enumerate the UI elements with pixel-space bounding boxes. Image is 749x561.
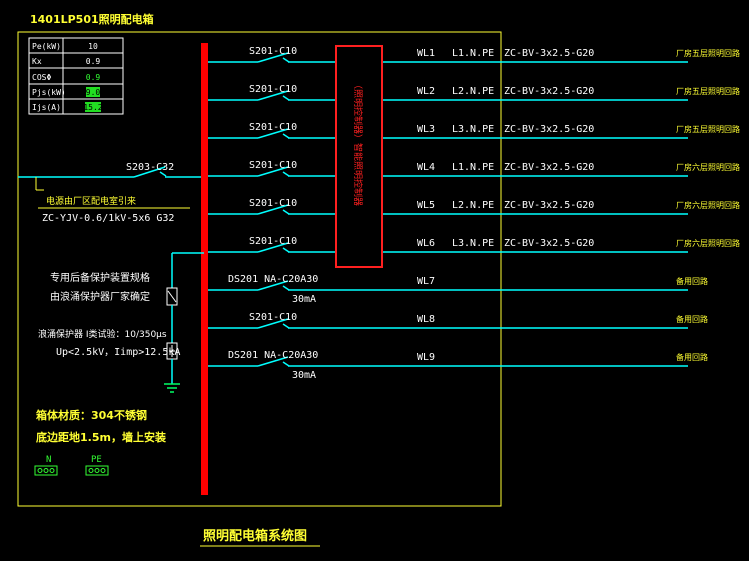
- circuit-description: 厂房六层照明回路: [676, 200, 740, 210]
- breaker-contact: [257, 242, 289, 253]
- circuit-description: 厂房六层照明回路: [676, 162, 740, 172]
- incoming-supply: S203-C32 电源由厂区配电室引来 ZC-YJV-0.6/1kV-5x6 G…: [18, 162, 204, 224]
- terminal-n-label: N: [46, 455, 51, 465]
- lighting-controller: （照明控制器）智能照明控制器: [335, 45, 383, 268]
- circuit-description: 备用回路: [676, 314, 708, 324]
- diagram-title: 照明配电箱系统图: [203, 528, 307, 544]
- breaker-contact: [257, 280, 289, 291]
- breaker-contact: [257, 204, 289, 215]
- circuit-id: WL5: [417, 200, 435, 211]
- rcd-label: 30mA: [292, 294, 316, 305]
- circuit-id: WL7: [417, 276, 435, 287]
- incoming-cable-label: ZC-YJV-0.6/1kV-5x6 G32: [42, 213, 174, 224]
- rcd-label: 30mA: [292, 370, 316, 381]
- param-key-pjs: Pjs(kW): [32, 88, 66, 97]
- pe-terminal-bar: [85, 465, 109, 476]
- circuit-cable: ZC-BV-3x2.5-G20: [504, 124, 594, 135]
- param-val-cos: 0.9: [86, 73, 101, 82]
- incoming-source-label: 电源由厂区配电室引来: [46, 195, 136, 207]
- circuit-row: S201-C10 WL4 L1.N.PE ZC-BV-3x2.5-G20 厂房六层照明回…: [208, 160, 740, 177]
- circuit-phase: L2.N.PE: [452, 200, 494, 211]
- n-terminal-bar: [34, 465, 58, 476]
- circuit-phase: L1.N.PE: [452, 162, 494, 173]
- circuit-phase: L3.N.PE: [452, 124, 494, 135]
- incoming-breaker: S203-C32: [126, 162, 174, 173]
- circuit-description: 厂房六层照明回路: [676, 238, 740, 248]
- circuit-row: DS201 NA-C20A30 30mA WL7 备用回路: [208, 274, 708, 305]
- circuit-cable: ZC-BV-3x2.5-G20: [504, 86, 594, 97]
- ground-icon: [164, 383, 180, 393]
- circuit-id: WL9: [417, 352, 435, 363]
- param-key-pe: Pe(kW): [32, 42, 61, 51]
- spd-note-line1: 专用后备保护装置规格: [50, 271, 150, 284]
- circuit-description: 备用回路: [676, 276, 708, 286]
- circuit-row: S201-C10 WL2 L2.N.PE ZC-BV-3x2.5-G20 厂房五层照明回…: [208, 84, 740, 101]
- terminal-pe-label: PE: [91, 455, 102, 465]
- panel-enclosure: [17, 31, 502, 507]
- param-val-ijs: 15.2: [83, 103, 102, 112]
- circuit-cable: ZC-BV-3x2.5-G20: [504, 48, 594, 59]
- breaker-label: S201-C10: [249, 236, 297, 247]
- terminal-bars: N PE: [34, 455, 109, 476]
- circuit-row: S201-C10 WL1 L1.N.PE ZC-BV-3x2.5-G20 厂房五层照明回…: [208, 46, 740, 63]
- circuit-phase: L1.N.PE: [452, 48, 494, 59]
- param-key-ijs: Ijs(A): [32, 103, 61, 112]
- breaker-contact: [257, 166, 289, 177]
- circuit-id: WL1: [417, 48, 435, 59]
- circuit-description: 厂房五层照明回路: [676, 124, 740, 134]
- param-key-kx: Kx: [32, 57, 42, 66]
- circuit-id: WL3: [417, 124, 435, 135]
- breaker-label: S201-C10: [249, 198, 297, 209]
- param-val-kx: 0.9: [86, 57, 101, 66]
- breaker-contact: [257, 318, 289, 329]
- breaker-contact: [257, 90, 289, 101]
- breaker-label: S201-C10: [249, 46, 297, 57]
- breaker-contact: [257, 128, 289, 139]
- enclosure-note-mounting: 底边距地1.5m，墙上安装: [36, 430, 166, 444]
- circuit-id: WL4: [417, 162, 435, 173]
- circuit-phase: L3.N.PE: [452, 238, 494, 249]
- circuit-row: S201-C10 WL3 L3.N.PE ZC-BV-3x2.5-G20 厂房五层照明回…: [208, 122, 740, 139]
- param-val-pe: 10: [88, 42, 98, 51]
- circuit-row: S201-C10 WL6 L3.N.PE ZC-BV-3x2.5-G20 厂房六层照明回…: [208, 236, 740, 253]
- circuit-description: 备用回路: [676, 352, 708, 362]
- circuit-id: WL8: [417, 314, 435, 325]
- circuit-description: 厂房五层照明回路: [676, 48, 740, 58]
- breaker-label: DS201 NA-C20A30: [228, 274, 318, 285]
- breaker-label: S201-C10: [249, 160, 297, 171]
- breaker-label: DS201 NA-C20A30: [228, 350, 318, 361]
- circuit-row: DS201 NA-C20A30 30mA WL9 备用回路: [208, 350, 708, 381]
- main-busbar: [201, 43, 208, 495]
- surge-protector-branch: 专用后备保护装置规格 由浪涌保护器厂家确定 浪涌保护器 Ⅰ类试验：10/350μ…: [38, 252, 204, 393]
- circuit-row: S201-C10 WL5 L2.N.PE ZC-BV-3x2.5-G20 厂房六层照明回…: [208, 198, 740, 215]
- circuit-cable: ZC-BV-3x2.5-G20: [504, 162, 594, 173]
- circuit-row: S201-C10 WL8 备用回路: [208, 312, 708, 329]
- panel-title: 1401LP501照明配电箱: [30, 12, 154, 26]
- circuit-id: WL6: [417, 238, 435, 249]
- circuit-cable: ZC-BV-3x2.5-G20: [504, 200, 594, 211]
- breaker-contact: [257, 356, 289, 367]
- spd-note-line2: 由浪涌保护器厂家确定: [50, 290, 150, 303]
- breaker-label: S201-C10: [249, 122, 297, 133]
- circuit-id: WL2: [417, 86, 435, 97]
- breaker-label: S201-C10: [249, 312, 297, 323]
- parameter-table: Pe(kW) 10 Kx 0.9 COSΦ 0.9 Pjs(kW) 9.0 Ij…: [28, 37, 124, 115]
- spd-spec-line2: Up<2.5kV，Iimp>12.5kA: [56, 347, 180, 358]
- enclosure-note-material: 箱体材质：304不锈钢: [36, 408, 147, 422]
- param-key-cos: COSΦ: [32, 73, 51, 82]
- breaker-contact: [257, 52, 289, 63]
- circuit-phase: L2.N.PE: [452, 86, 494, 97]
- circuit-cable: ZC-BV-3x2.5-G20: [504, 238, 594, 249]
- circuit-description: 厂房五层照明回路: [676, 86, 740, 96]
- breaker-label: S201-C10: [249, 84, 297, 95]
- controller-label: （照明控制器）智能照明控制器: [352, 80, 364, 206]
- param-val-pjs: 9.0: [86, 88, 101, 97]
- spd-spec-line1: 浪涌保护器 Ⅰ类试验：10/350μs: [38, 328, 167, 340]
